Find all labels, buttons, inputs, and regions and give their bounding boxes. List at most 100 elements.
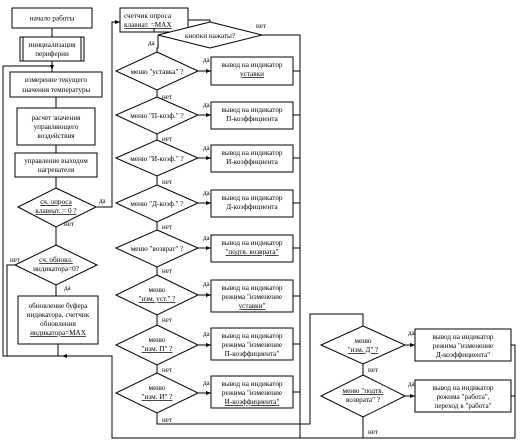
d-menu4-yes: да [203,189,211,197]
output-edit-i-block: вывод на индикатор режима "изменение И-к… [210,375,294,409]
d-menu10-text-2: возврата" ? [346,396,380,404]
d-menu2-yes: да [203,101,211,109]
d-menu4-no: нет [162,223,172,231]
out5-text-2: "подтв. возврата" [225,248,278,256]
buffer-text-2: индикатора, счетчик [27,311,90,319]
buffer-text-1: обновление буфера [29,302,89,310]
measure-block [9,71,103,98]
output-d-coef-block: вывод на индикатор Д-коэффициента [210,189,294,218]
out6-text-3: уставки" [239,302,266,310]
out6-text-2: режима "изменение [222,293,282,301]
d-menu5-no: нет [162,267,172,275]
poll-set-text-1: счетчик опроса [124,12,172,20]
calc-block [16,107,96,146]
heater-text-2: нагревателя [38,166,75,174]
output-setpoint-block: вывод на индикатор уставки [210,56,294,86]
output-confirm-return-block: вывод на индикатор "подтв. возврата" [210,234,294,263]
init-block [19,36,85,62]
d-menu10-text-1: меню "подтв. [343,387,384,395]
d-menu9-no: нет [368,366,378,374]
out3-text-1: вывод на индикатор [221,149,282,157]
d-refresh-no: нет [10,256,20,264]
d-menu7-yes: да [203,330,211,338]
output-work-mode-block: вывод на индикатор режима "работа", пере… [414,379,512,413]
calc-text-3: воздействия [37,132,75,140]
out9-text-1: вывод на индикатор [432,333,493,341]
d-menu5-text: меню "возврат" ? [131,245,184,253]
out6-text-1: вывод на индикатор [221,284,282,292]
out5-text-1: вывод на индикатор [221,239,282,247]
d-keys-text: кнопки нажаты? [185,32,235,40]
d-menu8-no: нет [162,416,172,424]
d-menu8-yes: да [203,379,211,387]
out4-text-1: вывод на индикатор [221,194,282,202]
out8-text-3: И-коэффициента" [225,398,280,406]
output-edit-d-block: вывод на индикатор режима "изменение Д-к… [414,328,512,362]
out8-text-2: режима "изменение [222,389,282,397]
out1-text-1: вывод на индикатор [221,61,282,69]
d-menu2-no: нет [162,135,172,143]
out7-text-3: П-коэффициента" [225,350,280,358]
init-text-2: периферии [35,50,69,58]
d-menu6-yes: да [203,280,211,288]
measure-text-1: измерение текущего [25,76,88,84]
output-p-coef-block: вывод на индикатор П-коэффициента [210,101,294,130]
out10-text-1: вывод на индикатор [432,384,493,392]
out1-text-2: уставки [240,70,264,78]
d-menu6-text-1: меню [149,286,167,294]
out2-text-1: вывод на индикатор [221,106,282,114]
out7-text-2: режима "изменение [222,341,282,349]
d-keys-yes: да [148,39,156,47]
out10-text-3: переход в "работа" [434,402,491,410]
measure-text-2: значения температуры [22,86,91,94]
out9-text-3: Д-коэффициента" [436,351,490,359]
decision-menu-edit-d [319,325,407,365]
d-poll-text-1: сч. опроса [40,198,72,206]
d-menu3-no: нет [162,178,172,186]
out7-text-1: вывод на индикатор [221,332,282,340]
d-menu8-text-1: меню [149,384,167,392]
d-menu4-text: меню "Д-коэф." ? [130,200,183,208]
d-menu10-yes: да [408,380,416,388]
d-menu6-text-2: "изм. уст." ? [139,295,176,303]
out10-text-2: режима "работа", [436,393,489,401]
out9-text-2: режима "изменение [433,342,493,350]
output-i-coef-block: вывод на индикатор И-коэффициента [210,144,294,173]
d-menu10-no: нет [368,428,378,436]
d-keys-no: нет [256,22,266,30]
calc-text-1: расчет значения [32,114,82,122]
calc-text-2: управляющего [34,123,79,131]
d-menu7-text-1: меню [149,336,167,344]
d-menu7-no: нет [162,366,172,374]
d-menu5-yes: да [203,234,211,242]
d-refresh-yes: да [64,284,72,292]
out8-text-1: вывод на индикатор [221,380,282,388]
d-menu1-yes: да [203,56,211,64]
d-refresh-text-2: индикатора=0? [33,265,79,273]
buffer-text-3: обновления [40,320,76,328]
d-poll-yes: да [99,197,107,205]
d-poll-text-2: клавиат. = 0 ? [35,207,76,215]
d-refresh-text-1: сч. обновл. [39,256,73,264]
buffer-block [17,295,99,345]
output-edit-setpoint-block: вывод на индикатор режима "изменение уст… [210,279,294,313]
d-poll-no: нет [64,220,74,228]
output-edit-p-block: вывод на индикатор режима "изменение П-к… [210,327,294,361]
d-menu8-text-2: "изм. И" ? [142,393,173,401]
d-menu2-text: меню "П-коэф." ? [130,112,184,120]
d-menu1-no: нет [162,93,172,101]
poll-set-text-2: клавиат. =MAX [124,21,172,29]
buffer-text-4: индикатора=MAX [30,329,87,337]
init-text-1: инициализация [29,41,77,49]
d-menu9-yes: да [408,329,416,337]
d-menu7-text-2: "изм. П" ? [142,345,173,353]
d-menu3-yes: да [203,144,211,152]
d-menu6-no: нет [162,316,172,324]
heater-text-1: управление выходом [24,157,88,165]
out3-text-2: И-коэффициента [226,158,279,166]
decision-keys-pressed [157,21,263,49]
start-text: начало работы [30,15,75,23]
out2-text-2: П-коэффициента [226,115,279,123]
